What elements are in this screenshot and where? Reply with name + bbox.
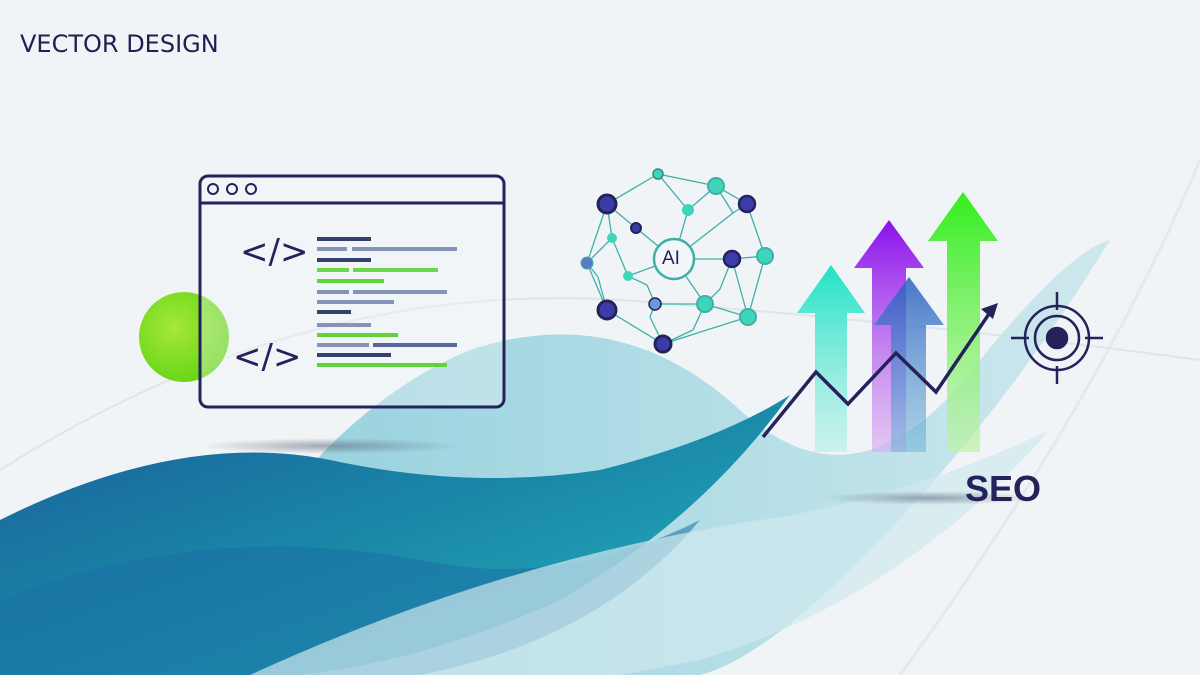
brand-title: VECTOR DESIGN (20, 30, 219, 58)
network-nodes (580, 168, 774, 354)
ai-label: AI (662, 248, 680, 269)
growth-arrows-graphic (761, 192, 998, 452)
code-tag-bottom: </> (233, 337, 302, 377)
code-tag-top: </> (240, 232, 309, 272)
seo-label: SEO (965, 468, 1042, 509)
target-icon-graphic (1011, 292, 1103, 384)
browser-window-graphic (198, 174, 506, 409)
